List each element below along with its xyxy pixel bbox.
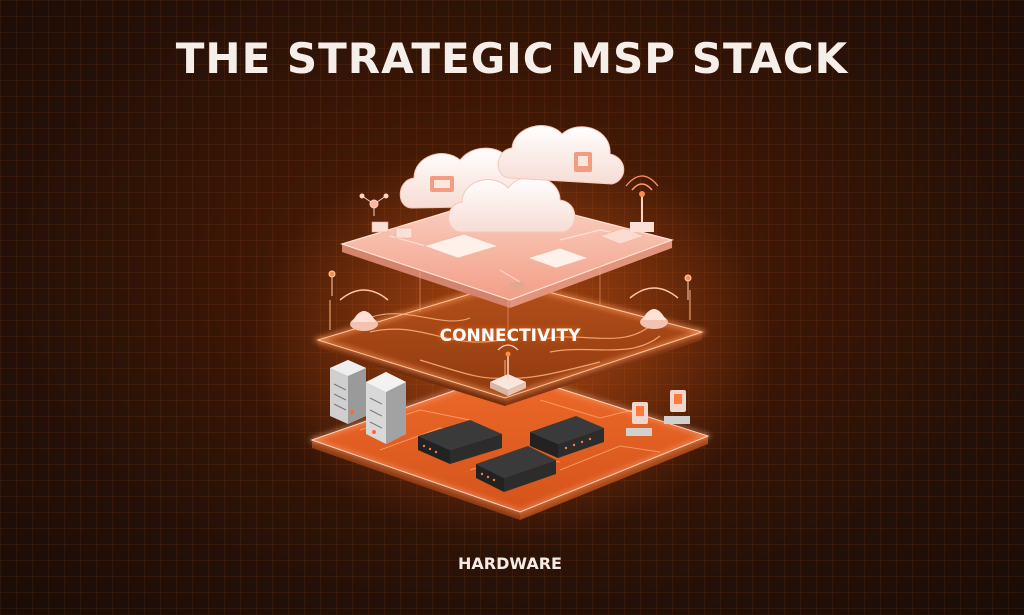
layer-connectors <box>419 262 601 340</box>
device-icon <box>626 390 690 436</box>
router-icon <box>490 344 526 396</box>
hardware-layer-label: HARDWARE <box>458 554 562 573</box>
server-icon <box>330 360 366 424</box>
page-title: THE STRATEGIC MSP STACK <box>175 34 849 83</box>
wifi-icon <box>625 175 659 232</box>
wifi-icon <box>339 289 389 331</box>
hardware-layer <box>308 360 711 520</box>
network-switch-icon <box>476 446 556 492</box>
server-icon <box>366 372 406 444</box>
cloud-layer <box>340 125 675 308</box>
wifi-icon <box>629 287 679 329</box>
device-icon <box>359 193 389 216</box>
network-switch-icon <box>418 420 502 464</box>
cloud-icon <box>448 176 576 233</box>
cloud-icon <box>497 125 625 185</box>
connectivity-layer <box>312 270 708 406</box>
network-switch-icon <box>530 416 604 458</box>
connectivity-layer-label: CONNECTIVITY <box>439 326 581 346</box>
